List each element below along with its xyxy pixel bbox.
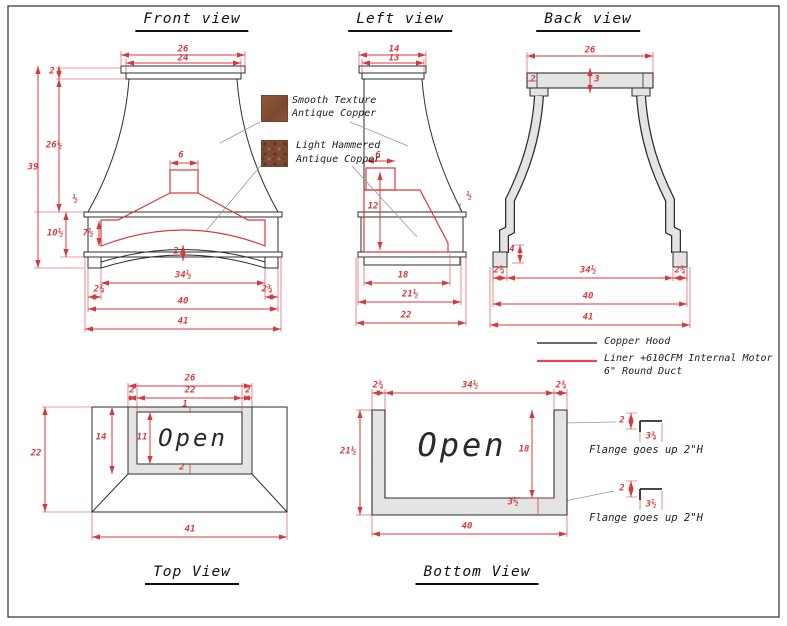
left-view-title: Left view bbox=[348, 12, 452, 32]
top-dim-frame-bottom: 2 bbox=[179, 462, 185, 473]
bottom-view-title: Bottom View bbox=[415, 565, 539, 585]
bottom-dim-opening-d: 18 bbox=[518, 444, 530, 455]
back-dim-leg-left: 2¾ bbox=[493, 265, 505, 276]
front-dim-liner-drop: 7½ bbox=[82, 228, 94, 239]
top-dim-depth: 22 bbox=[30, 448, 42, 459]
front-dim-reveal: ½ bbox=[72, 194, 78, 205]
top-view-open-label: Open bbox=[158, 424, 228, 452]
left-dim-duct-w: 6 bbox=[375, 150, 381, 161]
top-dim-frame-h: 14 bbox=[95, 432, 107, 443]
flange1-height: 2 bbox=[619, 415, 625, 426]
flange1-note: Flange goes up 2"H bbox=[589, 443, 703, 456]
front-dim-top-inner: 24 bbox=[177, 53, 189, 64]
back-dim-lines bbox=[489, 52, 691, 328]
front-dim-crown-h: 2 bbox=[49, 66, 55, 77]
left-dim-reveal: ½ bbox=[466, 191, 472, 202]
top-view-title: Top View bbox=[145, 565, 239, 585]
left-dim-liner-w: 18 bbox=[397, 270, 409, 281]
smooth-copper-swatch bbox=[261, 95, 288, 122]
front-dim-overall-w: 41 bbox=[177, 316, 189, 327]
legend-copper-hood-label: Copper Hood bbox=[604, 336, 671, 347]
front-view-title: Front view bbox=[135, 12, 249, 32]
back-dim-leg-span: 34½ bbox=[579, 265, 597, 276]
hammered-copper-swatch bbox=[261, 140, 288, 167]
front-dim-base-h: 10½ bbox=[46, 228, 64, 239]
top-dim-opening-h: 11 bbox=[136, 432, 148, 443]
top-dim-chimney-w: 26 bbox=[184, 373, 196, 384]
back-dim-crown-h: 3 bbox=[594, 74, 600, 85]
legend-liner-label-2: 6" Round Duct bbox=[604, 366, 683, 377]
hammered-swatch-label-1: Light Hammered bbox=[296, 140, 381, 151]
hammered-swatch-label-2: Antique Copper bbox=[296, 154, 381, 165]
front-dim-arch-rise: 2 bbox=[173, 246, 179, 257]
flange2-width: 3½ bbox=[645, 499, 657, 510]
top-dim-side-left: 2 bbox=[129, 385, 135, 396]
flange2-height: 2 bbox=[619, 483, 625, 494]
left-dim-base-w: 21½ bbox=[401, 289, 419, 300]
smooth-swatch-label-2: Antique Copper bbox=[292, 108, 377, 119]
sheet-border bbox=[7, 5, 780, 618]
back-dim-crown-end: 2 bbox=[530, 74, 536, 85]
front-dim-body-h: 26½ bbox=[45, 140, 63, 151]
front-dim-leg-right: 2¾ bbox=[261, 284, 273, 295]
front-dim-base-w: 40 bbox=[177, 296, 189, 307]
top-dim-side-right: 2 bbox=[245, 385, 251, 396]
flange1-width: 3¾ bbox=[645, 431, 657, 442]
back-dim-top-w: 26 bbox=[584, 45, 596, 56]
back-dim-overall-w: 41 bbox=[582, 312, 594, 323]
front-view-drawing bbox=[83, 65, 283, 269]
bottom-view-dim-lines bbox=[356, 389, 568, 537]
back-view-title: Back view bbox=[536, 12, 640, 32]
back-view-drawing bbox=[492, 72, 688, 268]
left-dim-lines bbox=[355, 51, 467, 326]
front-liner-red bbox=[100, 169, 266, 247]
front-dim-top-outer: 26 bbox=[177, 44, 189, 55]
front-dim-leg-left: 2¾ bbox=[93, 284, 105, 295]
left-dim-overall-w: 22 bbox=[400, 310, 412, 321]
bottom-dim-leg-left: 2¾ bbox=[372, 380, 384, 391]
bottom-dim-band-t: 3½ bbox=[507, 497, 519, 508]
top-dim-overall-w: 41 bbox=[184, 524, 196, 535]
flange-detail-2 bbox=[626, 480, 663, 510]
top-dim-frame-top: 1 bbox=[182, 399, 188, 410]
left-dim-top-inner: 13 bbox=[388, 53, 400, 64]
top-view-dim-lines bbox=[42, 383, 288, 540]
left-dim-top-outer: 14 bbox=[388, 44, 400, 55]
smooth-swatch-label-1: Smooth Texture bbox=[292, 95, 377, 106]
front-dim-duct-w: 6 bbox=[178, 150, 184, 161]
legend-liner-label: Liner +610CFM Internal Motor bbox=[604, 353, 773, 364]
top-view-drawing bbox=[91, 406, 288, 513]
bottom-view-open-label: Open bbox=[417, 426, 507, 464]
front-dim-lines bbox=[34, 51, 282, 332]
bottom-dim-depth: 21½ bbox=[339, 446, 357, 457]
flange2-note: Flange goes up 2"H bbox=[589, 511, 703, 524]
back-dim-foot-h: 4 bbox=[509, 244, 515, 255]
legend-lines bbox=[537, 342, 597, 363]
back-dim-base-w: 40 bbox=[582, 291, 594, 302]
front-dim-total-h: 39 bbox=[27, 162, 39, 173]
back-dim-leg-right: 2¾ bbox=[674, 265, 686, 276]
bottom-dim-span: 34½ bbox=[461, 380, 479, 391]
left-dim-liner-h: 12 bbox=[367, 201, 379, 212]
front-dim-leg-span: 34½ bbox=[174, 270, 192, 281]
bottom-dim-leg-right: 2¾ bbox=[555, 380, 567, 391]
top-dim-opening-w: 22 bbox=[184, 385, 196, 396]
flange-detail-1 bbox=[626, 412, 663, 442]
bottom-dim-base-w: 40 bbox=[461, 521, 473, 532]
